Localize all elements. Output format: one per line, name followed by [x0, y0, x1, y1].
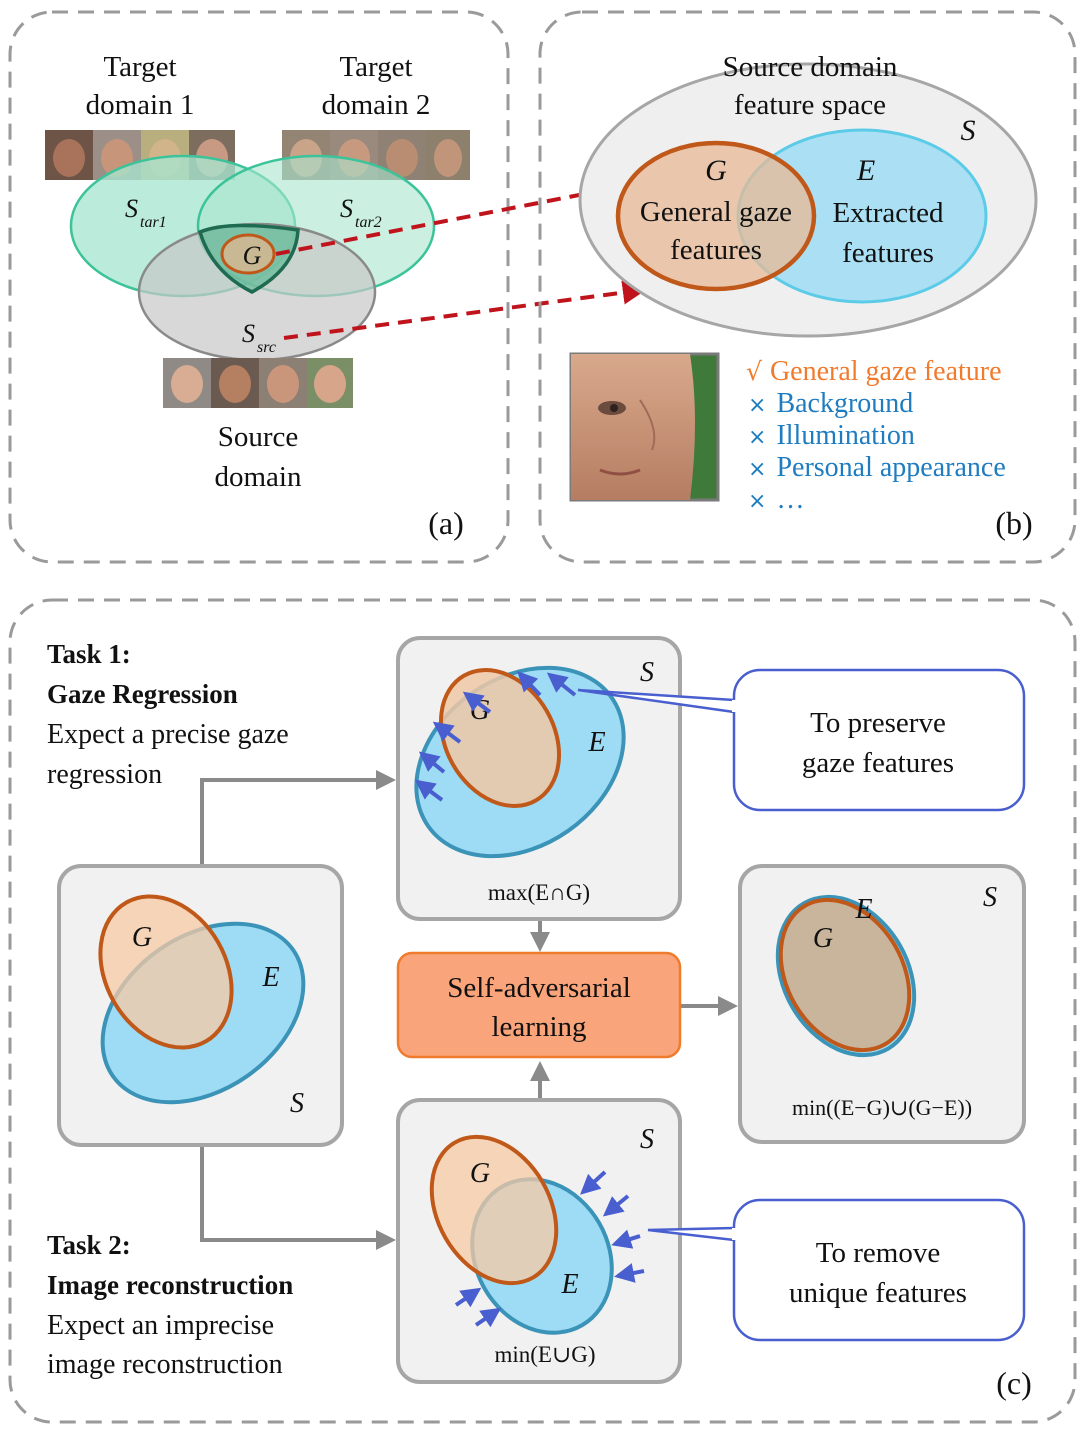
- remove-arrow-1: [580, 1170, 607, 1195]
- target2-label-line2: domain 2: [322, 89, 431, 121]
- final-formula: min((E−G)∪(G−E)): [792, 1095, 972, 1120]
- target1-label-line2: domain 1: [86, 89, 195, 121]
- panel-b-tag: (b): [995, 505, 1032, 541]
- feature-item-4: ×Personal appearance: [748, 452, 1006, 483]
- preserve-arrow-6: [414, 779, 444, 802]
- preserve-arrow-4: [432, 721, 462, 744]
- callout-preserve-line1: To preserve: [810, 707, 946, 739]
- panel-b: Source domain feature space S G General …: [538, 10, 1077, 564]
- panel-c-frame: [8, 598, 1077, 1424]
- callout-remove-line1: To remove: [816, 1237, 940, 1269]
- task2-name: Image reconstruction: [47, 1270, 293, 1300]
- source-face-strip: [163, 358, 353, 408]
- task1-desc-line2: regression: [47, 759, 162, 790]
- initial-s-label: S: [290, 1088, 304, 1119]
- callout-remove: To remove unique features: [647, 1198, 1026, 1342]
- task2-g-label: G: [470, 1158, 490, 1189]
- task2-desc-line1: Expect an imprecise: [47, 1310, 274, 1341]
- g-label-small: G: [243, 241, 262, 270]
- remove-arrow-2: [602, 1194, 630, 1217]
- general-gaze-region: [615, 140, 817, 292]
- initial-e-label: E: [261, 962, 279, 993]
- result-e-label: E: [854, 894, 872, 925]
- result-g-label: G: [813, 923, 833, 954]
- min-formula: min(E∪G): [494, 1342, 595, 1367]
- task1-desc-line1: Expect a precise gaze: [47, 719, 289, 750]
- gaze-g-label: G: [705, 154, 727, 187]
- connector-to-task1: [200, 770, 396, 864]
- feature-item-3: ×Illumination: [748, 420, 915, 451]
- task1-s-label: S: [640, 657, 654, 688]
- target1-label-line1: Target: [103, 51, 176, 83]
- gaze-text-line2: features: [670, 234, 762, 266]
- panel-b-frame: [538, 10, 1077, 564]
- panel-a-frame: [8, 10, 510, 564]
- remove-arrow-4: [614, 1263, 645, 1283]
- preserve-arrow-2: [517, 671, 542, 697]
- source-label-line2: domain: [215, 461, 302, 493]
- callout-remove-line2: unique features: [789, 1277, 967, 1309]
- task2-title: Task 2:: [47, 1230, 131, 1260]
- panel-c: Task 1: Gaze Regression Expect a precise…: [8, 598, 1077, 1424]
- task1-e-label: E: [587, 727, 605, 758]
- preserve-arrow-5: [418, 751, 446, 774]
- extracted-e-label: E: [856, 154, 875, 187]
- task2-desc-line2: image reconstruction: [47, 1349, 283, 1380]
- remove-arrow-6: [474, 1307, 502, 1328]
- panel-a: Target domain 1 Target domain 2: [8, 10, 510, 564]
- task2-s-label: S: [640, 1124, 654, 1155]
- feature-item-2: ×Background: [748, 388, 913, 419]
- initial-g-label: G: [132, 922, 152, 953]
- target2-label-line1: Target: [339, 51, 412, 83]
- preserve-arrow-1: [546, 672, 577, 697]
- panel-a-tag: (a): [428, 505, 464, 541]
- callout-preserve-line2: gaze features: [802, 747, 954, 779]
- task2-e-label: E: [560, 1269, 578, 1300]
- callout-preserve: To preserve gaze features: [577, 668, 1026, 812]
- result-feature-box: G E S min((E−G)∪(G−E)): [738, 864, 1026, 1144]
- feature-item-5: ×…: [748, 484, 804, 515]
- task1-feature-box: G E S max(E∩G): [396, 636, 682, 921]
- arrow-src-to-feature-space: [283, 280, 647, 340]
- task1-name: Gaze Regression: [47, 679, 238, 709]
- source-label-line1: Source: [218, 421, 299, 453]
- gaze-text-line1: General gaze: [640, 196, 792, 228]
- preserve-arrow-3: [462, 691, 492, 714]
- extracted-text-line2: features: [842, 237, 934, 269]
- remove-arrow-5: [454, 1287, 482, 1308]
- face-photo: [569, 352, 720, 502]
- feature-space-line1: Source domain: [723, 51, 898, 83]
- feature-list: √General gaze feature ×Background ×Illum…: [746, 356, 1006, 515]
- extracted-text-line1: Extracted: [832, 197, 944, 229]
- task2-feature-box: G E S min(E∪G): [396, 1098, 682, 1384]
- arrow-g-to-feature-space: [275, 179, 620, 256]
- connector-to-task2: [200, 1146, 396, 1250]
- feature-space-line2: feature space: [734, 89, 886, 121]
- max-formula: max(E∩G): [488, 880, 590, 905]
- initial-feature-box: G E S: [57, 864, 344, 1147]
- g-region-small: [220, 233, 276, 275]
- self-adversarial-box: Self-adversarial learning: [396, 951, 682, 1059]
- sal-line1: Self-adversarial: [447, 972, 631, 1004]
- remove-arrow-3: [611, 1229, 641, 1249]
- feature-space-s: S: [961, 114, 976, 147]
- sal-line2: learning: [491, 1011, 586, 1043]
- panel-c-tag: (c): [996, 1365, 1032, 1401]
- feature-item-1: √General gaze feature: [746, 356, 1002, 387]
- result-s-label: S: [983, 882, 997, 913]
- task1-title: Task 1:: [47, 639, 131, 669]
